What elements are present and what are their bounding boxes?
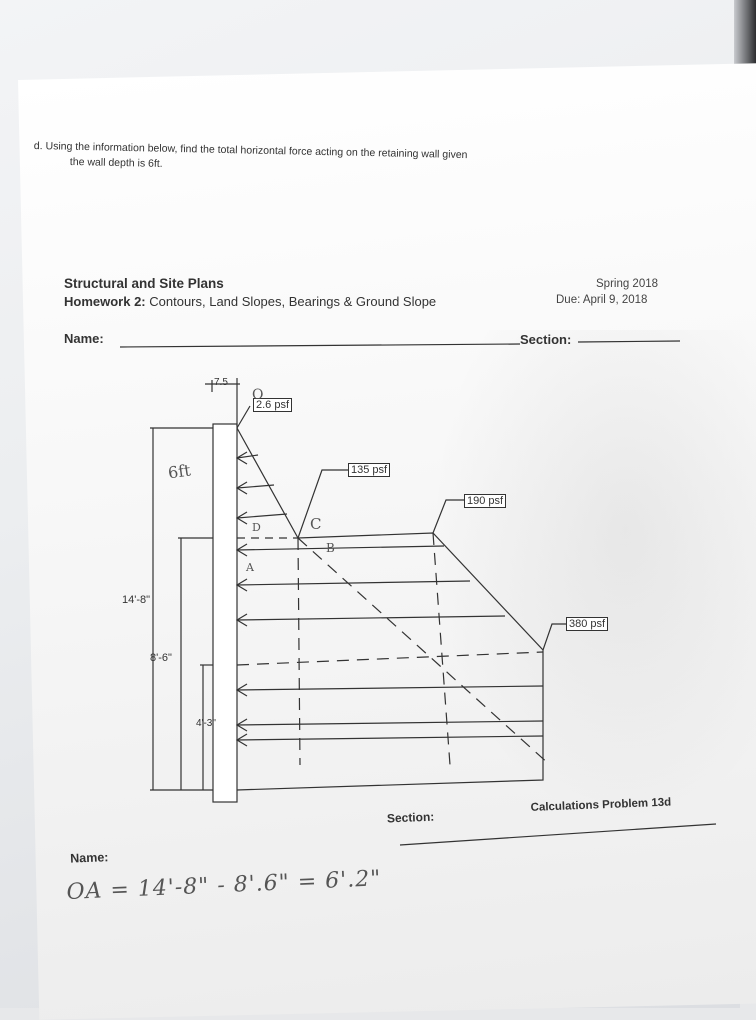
point-label-B: B [326, 541, 335, 555]
dim-8ft-6in: 8'-6" [150, 652, 172, 664]
course-title: Structural and Site Plans [64, 276, 224, 291]
leader-190 [432, 499, 464, 534]
point-label-D: D [252, 521, 261, 534]
footer-calc-label: Calculations Problem 13d [530, 796, 672, 814]
footer-name-label: Name: [69, 850, 109, 866]
pressure-label-2.6: 2.6 psf [253, 398, 293, 412]
name-underline [119, 343, 521, 348]
homework-title: Homework 2: Contours, Land Slopes, Beari… [64, 294, 436, 309]
leader-2.6 [236, 405, 251, 429]
handwritten-6ft: 6ft [166, 460, 192, 483]
pressure-arrows [235, 451, 248, 747]
dashed-vertical-2 [432, 532, 451, 766]
leader-135 [297, 469, 348, 539]
section-label: Section: [520, 332, 572, 347]
point-label-C: C [310, 515, 322, 533]
footer-section-label: Section: [386, 809, 435, 826]
photo-shadow [430, 330, 756, 830]
dim-4ft-3in: 4'-3" [196, 718, 216, 729]
homework-topic: Contours, Land Slopes, Bearings & Ground… [145, 294, 437, 309]
homework-label: Homework 2: [64, 294, 146, 309]
due-date: Due: April 9, 2018 [556, 294, 648, 306]
section-underline [577, 340, 681, 343]
pressure-label-135: 135 psf [348, 463, 391, 477]
point-label-A: A [246, 561, 254, 574]
dashed-vertical-1 [297, 537, 301, 766]
point-label-O: O [252, 387, 264, 403]
term-label: Spring 2018 [596, 278, 659, 290]
dim-14ft-8in: 14'-8" [122, 594, 151, 606]
dashed-diagonal [297, 537, 551, 766]
pressure-diagram-outline [236, 427, 544, 791]
dashed-horizontal [236, 651, 544, 666]
pressure-label-190: 190 psf [464, 494, 507, 508]
pressure-label-380: 380 psf [566, 617, 609, 631]
leader-380 [542, 623, 566, 651]
footer-top-line [399, 823, 717, 846]
dim-top-width: 7.5 [214, 377, 228, 388]
retaining-wall [212, 423, 238, 803]
name-label: Name: [64, 331, 104, 346]
